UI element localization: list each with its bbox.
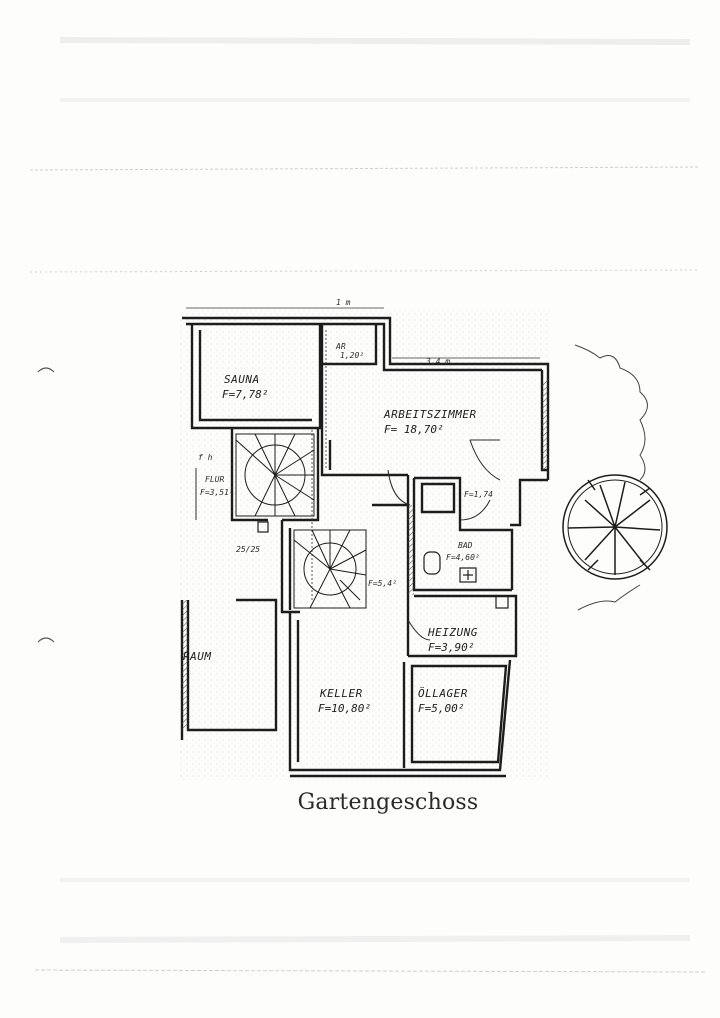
flur-area: F=3,51² (200, 488, 234, 497)
arbeitszimmer-name: ARBEITSZIMMER (383, 408, 477, 421)
oellager-area: F=5,00² (418, 702, 464, 715)
ar-name: AR (335, 342, 346, 351)
punch-hole-marks (37, 367, 55, 643)
tree-icon (562, 474, 668, 580)
wall-mark: f h (198, 453, 213, 462)
oellager-name: ÖLLAGER (418, 687, 468, 700)
keller-area: F=10,80² (318, 702, 371, 715)
wc-area: F=1,74 (464, 490, 493, 499)
heizung-area: F=3,90² (428, 641, 474, 654)
ar-area: 1,20² (340, 351, 364, 360)
plan-background (180, 310, 550, 780)
sauna-name: SAUNA (224, 373, 260, 386)
dim-stair-width: 25/25 (236, 545, 260, 554)
flur-name: FLUR (205, 475, 224, 484)
dim-top: 1 m (336, 298, 351, 307)
raum-name: RAUM (183, 650, 212, 663)
room-labels: SAUNA F=7,78² AR 1,20² ARBEITSZIMMER F= … (183, 298, 493, 715)
stair-hall-area: F=5,4² (368, 579, 397, 588)
spiral-stair-upper (235, 433, 315, 517)
bad-area: F=4,60² (446, 553, 480, 562)
bush-outline (574, 344, 648, 611)
arbeitszimmer-area: F= 18,70² (384, 423, 444, 436)
scan-artifacts (29, 37, 706, 973)
plan-caption: Gartengeschoss (297, 790, 479, 815)
hatched-walls (182, 380, 548, 730)
bad-name: BAD (458, 541, 473, 550)
spiral-stair-lower (293, 529, 367, 609)
keller-name: KELLER (319, 687, 363, 700)
bath-fixtures (257, 521, 509, 609)
sauna-area: F=7,78² (222, 388, 268, 401)
dimension-lines (186, 307, 540, 600)
heizung-name: HEIZUNG (427, 626, 478, 639)
dim-arbeitszimmer-top: 3,4 m (425, 357, 450, 366)
door-swings (195, 439, 501, 641)
